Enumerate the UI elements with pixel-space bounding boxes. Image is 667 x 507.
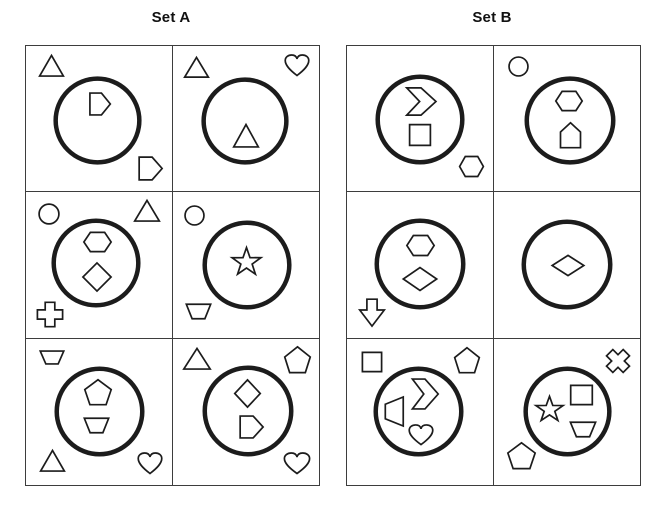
big-circle-shape: [54, 366, 145, 457]
hexagon-shape: [82, 230, 113, 254]
triangle-shape: [232, 123, 260, 149]
big-circle-shape: [375, 74, 465, 165]
trapezoid-shape: [82, 416, 111, 435]
matrix-cell-r2c1: [347, 192, 494, 339]
d-pentagon-shape: [88, 91, 112, 117]
big-circle-shape: [373, 366, 464, 457]
matrix-cell-r2c1: [26, 192, 173, 339]
matrix-cell-r1c1: [347, 46, 494, 193]
house-shape: [558, 121, 583, 150]
square-shape: [568, 383, 595, 407]
diamond-wide-shape: [550, 254, 586, 277]
small-circle-shape: [508, 56, 529, 77]
matrix-cell-r3c1: [26, 338, 173, 485]
heart-shape: [407, 423, 435, 447]
d-pentagon-shape: [238, 414, 265, 440]
chevron-shape: [404, 86, 438, 117]
triangle-shape: [182, 347, 212, 371]
matrix-cell-r3c2: [493, 338, 640, 485]
pentagon-shape: [283, 345, 312, 375]
big-circle-shape: [202, 365, 294, 457]
matrix-cell-r1c2: [493, 46, 640, 193]
big-circle-shape: [53, 76, 142, 165]
chevron-shape: [410, 377, 440, 411]
matrix-cell-r3c1: [347, 338, 494, 485]
hexagon-shape: [554, 89, 584, 113]
trapezoid-shape: [38, 349, 66, 366]
side-trapezoid-shape: [383, 395, 406, 428]
pentagon-shape: [83, 378, 113, 407]
triangle-shape: [39, 449, 66, 473]
small-circle-shape: [184, 205, 205, 226]
square-shape: [360, 350, 384, 374]
diamond-shape: [81, 261, 113, 293]
set-a-grid: [25, 45, 320, 486]
diamond-wide-shape: [401, 266, 439, 292]
set-b-grid: [346, 45, 641, 486]
heart-shape: [283, 53, 311, 78]
star-shape: [230, 245, 263, 277]
triangle-shape: [133, 199, 161, 223]
matrix-cell-r1c2: [172, 46, 319, 193]
pentagon-shape: [506, 441, 537, 471]
heart-shape: [282, 451, 312, 476]
pentagon-shape: [453, 346, 481, 375]
set-a-title: Set A: [151, 9, 191, 26]
d-pentagon-shape: [137, 155, 164, 182]
star-shape: [534, 394, 565, 423]
plus-shape: [35, 300, 65, 329]
triangle-shape: [38, 54, 65, 78]
trapezoid-shape: [568, 420, 598, 439]
x-cross-shape: [604, 347, 632, 375]
matrix-cell-r1c1: [26, 46, 173, 193]
big-circle-shape: [524, 76, 616, 165]
matrix-cell-r3c2: [172, 338, 319, 485]
diamond-shape: [233, 378, 262, 409]
square-shape: [407, 122, 433, 148]
big-circle-shape: [374, 218, 466, 310]
down-arrow-shape: [357, 297, 387, 328]
set-b-title: Set B: [472, 9, 512, 26]
triangle-shape: [183, 56, 210, 79]
small-circle-shape: [38, 203, 60, 225]
big-circle-shape: [201, 77, 289, 165]
trapezoid-shape: [184, 302, 213, 321]
matrix-cell-r2c2: [172, 192, 319, 339]
matrix-cell-r2c2: [493, 192, 640, 339]
hexagon-shape: [458, 154, 485, 179]
hexagon-shape: [405, 233, 436, 258]
heart-shape: [136, 451, 164, 476]
